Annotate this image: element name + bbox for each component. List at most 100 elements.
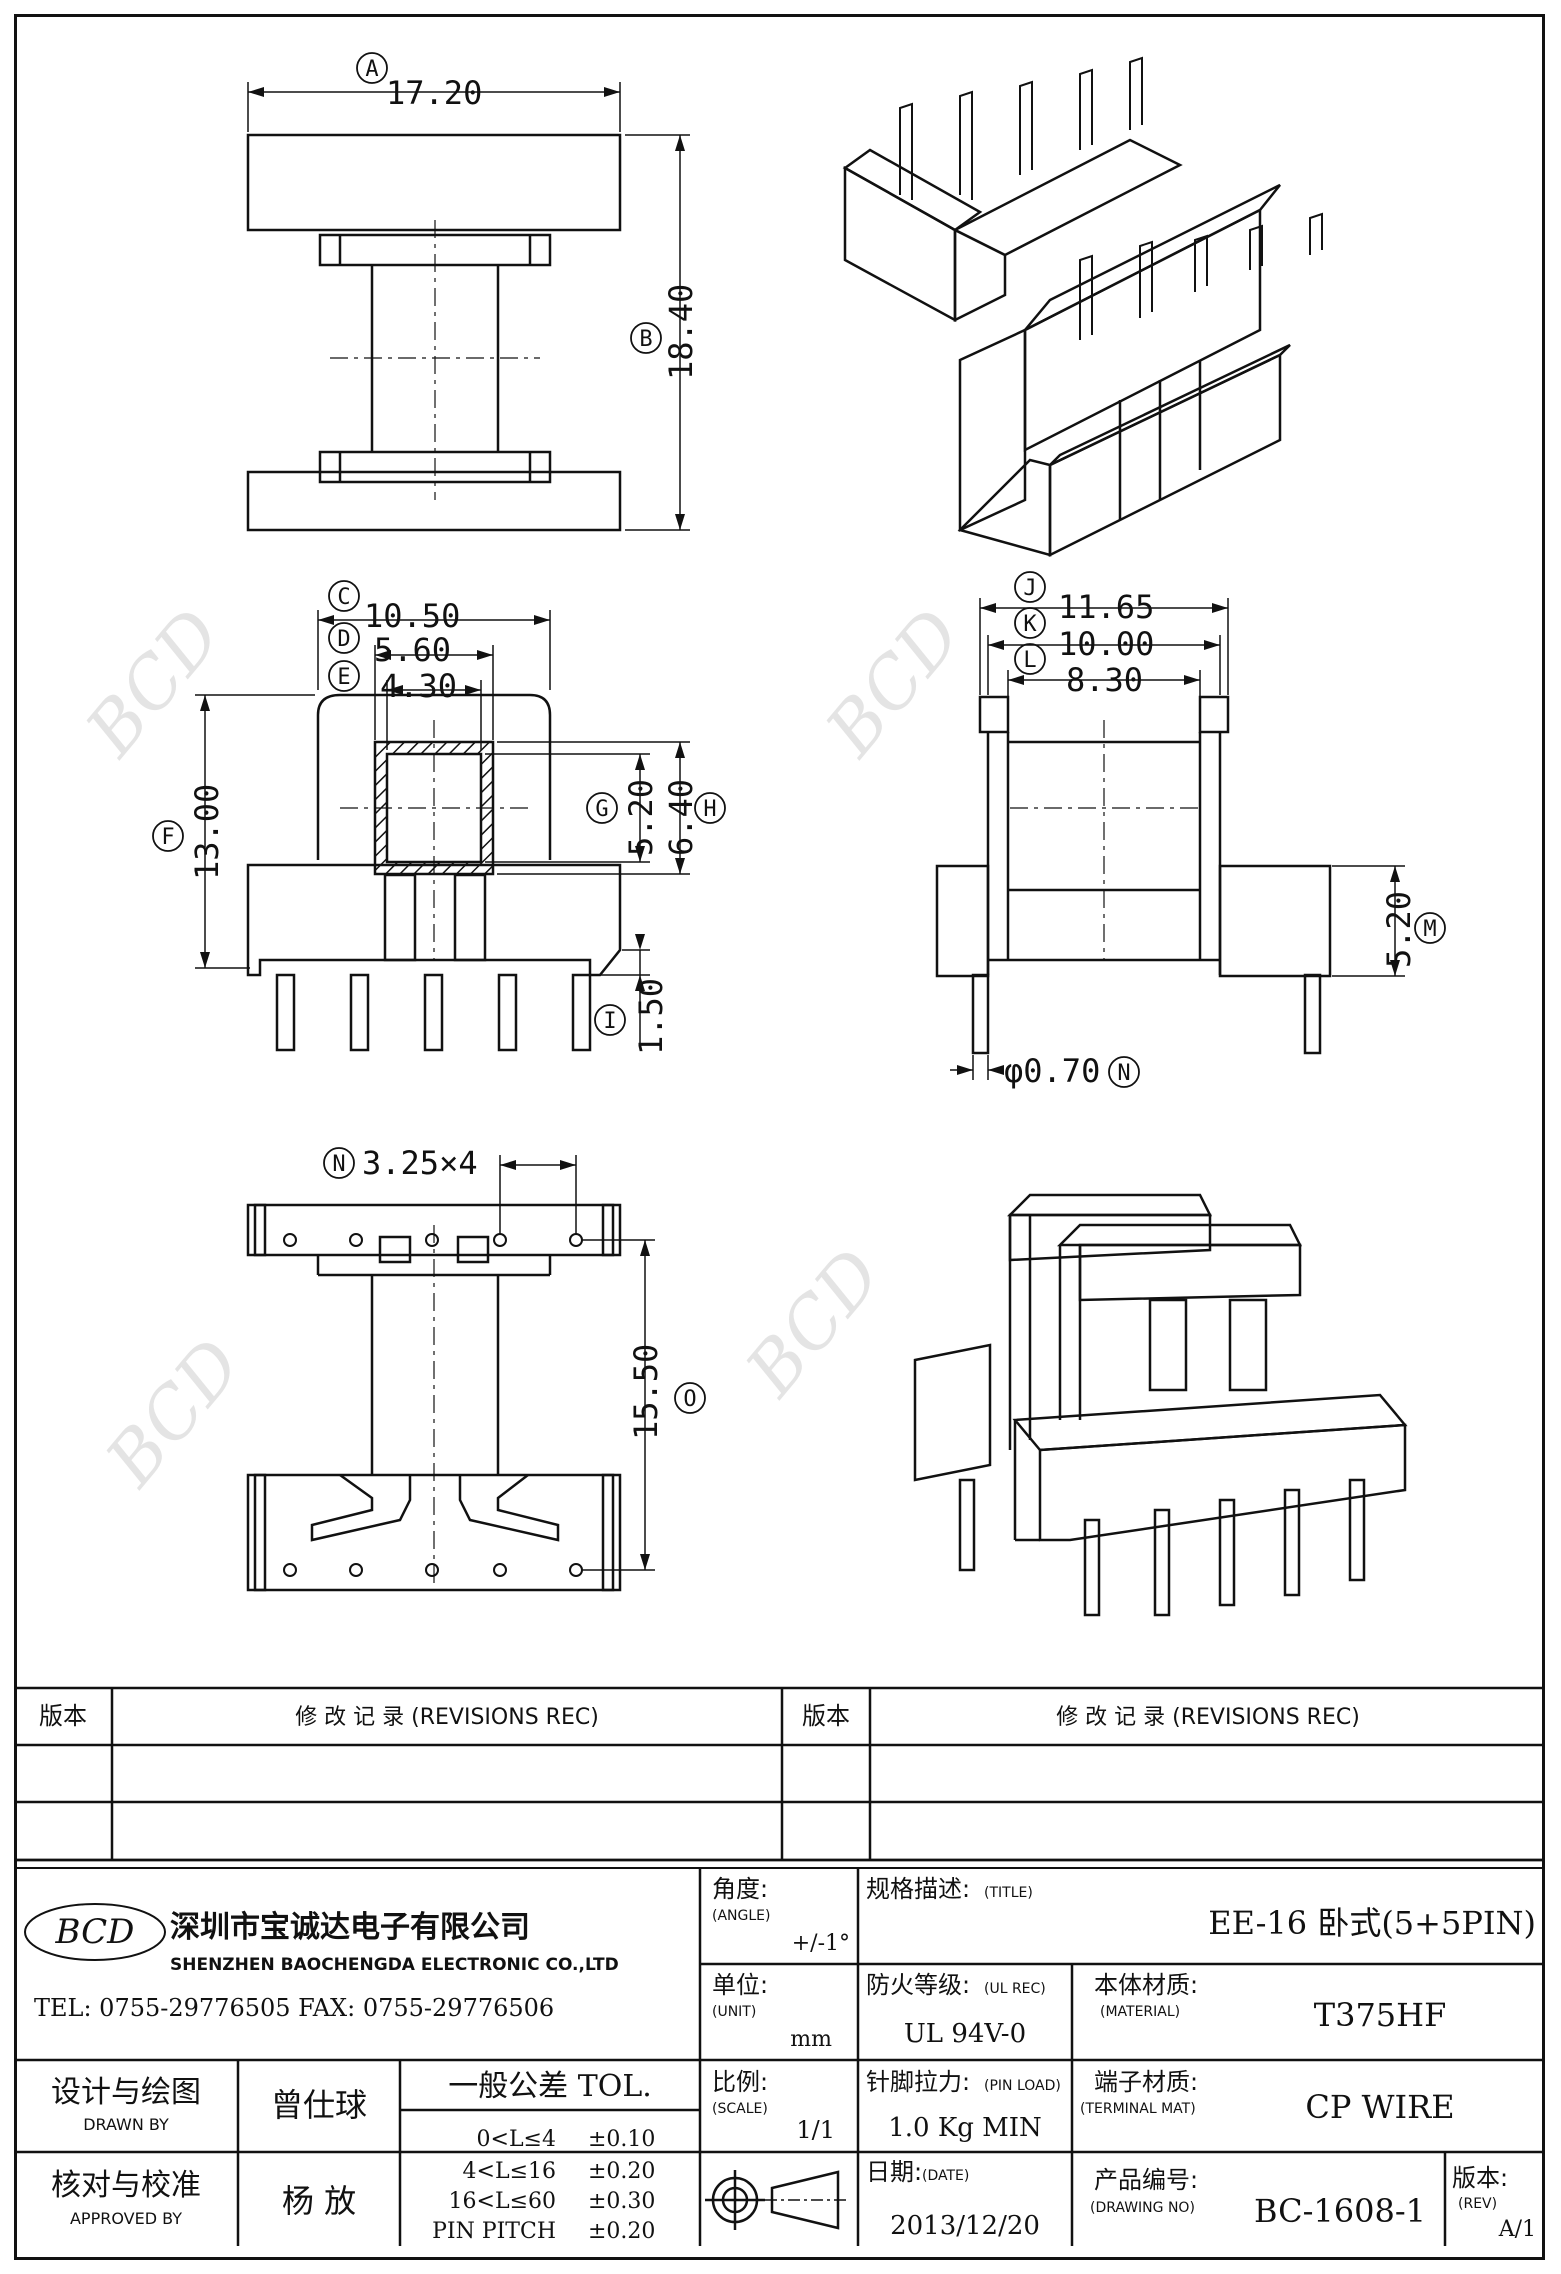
pinload-label: 针脚拉力: xyxy=(866,2068,970,2096)
dim-value: 4.30 xyxy=(380,667,457,705)
unit-sub: (UNIT) xyxy=(712,2004,756,2020)
dim-value: 10.00 xyxy=(1058,625,1154,663)
tol-range: 4<L≤16 xyxy=(463,2159,556,2184)
rev-label: 版本: xyxy=(1452,2164,1508,2192)
rec-header-left: 修 改 记 录 (REVISIONS REC) xyxy=(295,1705,599,1730)
front-view xyxy=(195,610,690,1052)
dim-value: 5.20 xyxy=(622,779,660,856)
iso-view-bottom xyxy=(913,1193,1408,1617)
dim-letter: M xyxy=(1423,917,1436,942)
company-name-en: SHENZHEN BAOCHENGDA ELECTRONIC CO.,LTD xyxy=(170,1955,619,1975)
company-logo: BCD xyxy=(55,1912,135,1952)
dim-letter: D xyxy=(337,627,350,652)
dim-D: D 5.60 xyxy=(328,622,451,669)
dim-value: 6.40 xyxy=(662,779,700,856)
dim-letter: N xyxy=(1117,1061,1130,1086)
dim-A: A 17.20 xyxy=(356,52,482,112)
terminal-label: 端子材质: xyxy=(1094,2068,1198,2096)
material-value: T375HF xyxy=(1314,1996,1447,2034)
dim-E: E 4.30 xyxy=(328,660,457,705)
dim-C: C 10.50 xyxy=(328,580,460,635)
approved-by-sub: APPROVED BY xyxy=(70,2209,182,2228)
material-label: 本体材质: xyxy=(1094,1971,1198,1999)
pinload-value: 1.0 Kg MIN xyxy=(888,2113,1042,2143)
dim-value: 10.50 xyxy=(364,597,460,635)
angle-label: 角度: xyxy=(712,1875,768,1903)
side-view xyxy=(935,598,1405,1080)
dim-value: 13.00 xyxy=(188,784,226,880)
dim-L: L 8.30 xyxy=(1014,643,1143,699)
tol-range: PIN PITCH xyxy=(432,2219,556,2244)
unit-label: 单位: xyxy=(712,1971,768,1999)
angle-sub: (ANGLE) xyxy=(712,1908,770,1924)
drawn-by-value: 曾仕球 xyxy=(271,2086,367,2124)
company-block: BCD 深圳市宝诚达电子有限公司 SHENZHEN BAOCHENGDA ELE… xyxy=(34,1910,619,2022)
dim-letter: K xyxy=(1023,612,1037,637)
dim-letter: F xyxy=(161,825,174,850)
dim-letter: I xyxy=(603,1009,616,1034)
drawing-no-label: 产品编号: xyxy=(1094,2166,1198,2194)
rec-header-right: 修 改 记 录 (REVISIONS REC) xyxy=(1056,1705,1360,1730)
title-value: EE-16 卧式(5+5PIN) xyxy=(1208,1904,1536,1942)
dim-letter: J xyxy=(1023,576,1036,601)
dim-letter: L xyxy=(1023,648,1036,673)
ul-sub: (UL REC) xyxy=(984,1981,1046,1997)
scale-value: 1/1 xyxy=(796,2116,835,2144)
drawing-sheet xyxy=(14,14,1545,2260)
title-sub: (TITLE) xyxy=(984,1885,1033,1901)
dim-letter: C xyxy=(337,585,350,610)
tolerance-rows: 0<L≤4 ±0.10 4<L≤16 ±0.20 16<L≤60 ±0.30 P… xyxy=(432,2127,655,2244)
scale-sub: (SCALE) xyxy=(712,2101,768,2117)
dim-value: φ0.70 xyxy=(1004,1052,1100,1090)
company-name-cn: 深圳市宝诚达电子有限公司 xyxy=(170,1910,530,1945)
title-label: 规格描述: xyxy=(866,1875,970,1903)
title-block-grid xyxy=(14,1686,1545,2246)
dim-J: J 11.65 xyxy=(1014,571,1154,626)
tol-range: 16<L≤60 xyxy=(449,2189,556,2214)
dim-letter: A xyxy=(365,57,378,82)
title-block-fields: 角度: (ANGLE) +/-1° 规格描述: (TITLE) EE-16 卧式… xyxy=(51,1875,1536,2244)
dim-letter: N xyxy=(332,1152,345,1177)
iso-view-top xyxy=(842,56,1323,558)
ul-value: UL 94V-0 xyxy=(904,2019,1026,2049)
dim-value: 3.25×4 xyxy=(362,1144,478,1182)
date-sub: (DATE) xyxy=(922,2168,969,2184)
revisions-table: 版本 修 改 记 录 (REVISIONS REC) 版本 修 改 记 录 (R… xyxy=(39,1702,1360,1730)
dim-letter: H xyxy=(703,797,716,822)
watermark-text: BCD xyxy=(729,1234,898,1413)
dim-value: 17.20 xyxy=(386,74,482,112)
drawing-no-sub: (DRAWING NO) xyxy=(1090,2200,1195,2216)
dim-letter: B xyxy=(639,327,652,352)
tol-value: ±0.20 xyxy=(588,2159,655,2184)
ul-label: 防火等级: xyxy=(866,1971,970,1999)
company-tel-fax: TEL: 0755-29776505 FAX: 0755-29776506 xyxy=(34,1994,554,2022)
dim-N-diameter: φ0.70 N xyxy=(1004,1052,1140,1090)
dim-I: I 1.50 xyxy=(594,978,670,1055)
dimension-arrows xyxy=(200,87,1400,1570)
top-view xyxy=(246,82,690,532)
angle-value: +/-1° xyxy=(792,1931,850,1956)
drawn-by-label: 设计与绘图 xyxy=(51,2075,201,2110)
dimension-labels: A 17.20 B 18.40 C 10.50 D 5.60 E 4.30 F … xyxy=(152,52,1446,1440)
dim-value: 5.20 xyxy=(1380,891,1418,968)
material-sub: (MATERIAL) xyxy=(1100,2004,1180,2020)
dim-value: 11.65 xyxy=(1058,588,1154,626)
rev-header-right: 版本 xyxy=(802,1702,850,1730)
tol-range: 0<L≤4 xyxy=(477,2127,556,2152)
unit-value: mm xyxy=(790,2027,832,2052)
rev-value: A/1 xyxy=(1498,2217,1536,2242)
projection-symbol-icon xyxy=(705,2170,848,2230)
rev-header-left: 版本 xyxy=(39,1702,87,1730)
dim-value: 18.40 xyxy=(662,284,700,380)
approved-by-label: 核对与校准 xyxy=(51,2168,201,2203)
watermark-text: BCD xyxy=(69,594,238,773)
dim-N-pitch: N 3.25×4 xyxy=(323,1144,478,1182)
dim-letter: G xyxy=(595,797,608,822)
rev-sub: (REV) xyxy=(1458,2196,1497,2212)
dim-B: B 18.40 xyxy=(630,284,700,380)
drawn-by-sub: DRAWN BY xyxy=(83,2115,169,2134)
terminal-value: CP WIRE xyxy=(1305,2088,1454,2126)
dim-K: K 10.00 xyxy=(1014,607,1154,663)
dim-letter: E xyxy=(337,665,350,690)
terminal-sub: (TERMINAL MAT) xyxy=(1080,2101,1196,2117)
